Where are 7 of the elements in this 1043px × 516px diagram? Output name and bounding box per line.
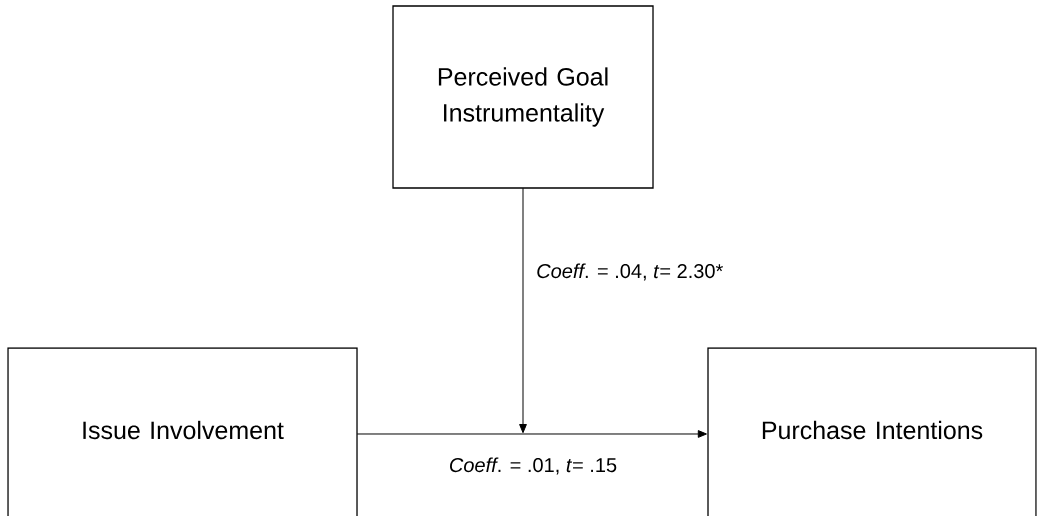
edge-label: Coeff. = .04, t= 2.30*	[534, 261, 726, 283]
arrow	[519, 187, 527, 434]
variable-box: Perceived Goal Instrumentality	[392, 5, 654, 189]
variable-box: Issue Involvement	[7, 347, 358, 516]
edge-label: Coeff. = .01, t= .15	[446, 455, 620, 477]
arrow	[356, 430, 707, 438]
variable-box: Purchase Intentions	[707, 347, 1037, 516]
